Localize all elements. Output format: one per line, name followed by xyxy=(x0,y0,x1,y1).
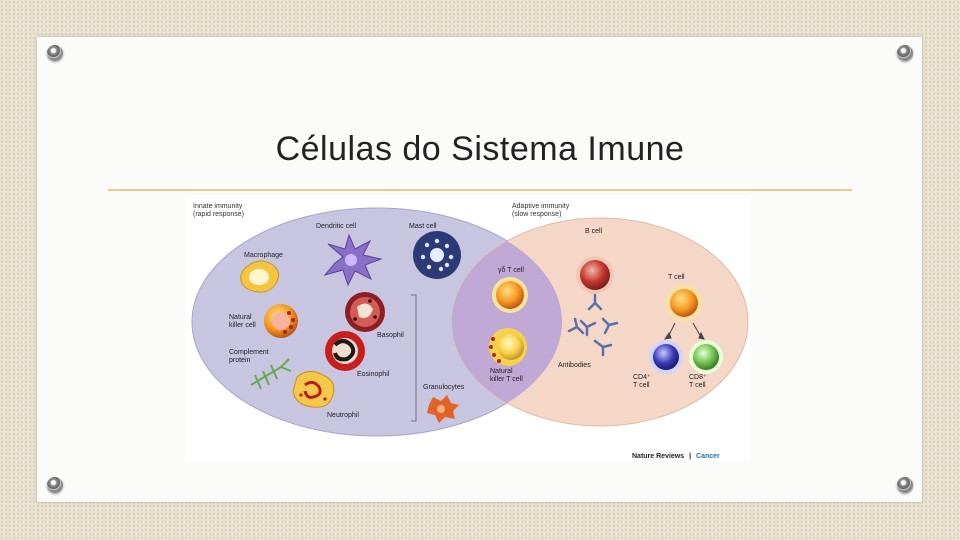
label-eosinophil: Eosinophil xyxy=(357,371,390,378)
b-cell-icon xyxy=(576,256,614,294)
complement-protein-icon xyxy=(250,358,292,390)
slide-title: Células do Sistema Imune xyxy=(275,130,685,168)
label-macrophage: Macrophage xyxy=(244,252,283,259)
innate-header: Innate immunity xyxy=(193,203,243,210)
credit-section: Cancer xyxy=(696,453,720,460)
label-nkt-1: Natural xyxy=(490,368,513,375)
label-nkt-2: killer T cell xyxy=(490,376,523,383)
granulocyte-icon xyxy=(427,395,459,423)
neutrophil-icon xyxy=(292,371,335,408)
pin-icon xyxy=(47,45,63,61)
label-granulocytes: Granulocytes xyxy=(423,384,465,391)
label-cd8-2: T cell xyxy=(689,382,706,389)
label-gd-t-cell: γδ T cell xyxy=(498,267,524,274)
overlap-region xyxy=(452,218,562,426)
basophil-icon xyxy=(345,292,385,332)
label-nk-2: killer cell xyxy=(229,322,256,329)
label-complement-2: protein xyxy=(229,357,251,364)
label-dendritic: Dendritic cell xyxy=(316,223,357,230)
diagram-svg: Innate immunity (rapid response) Adaptiv… xyxy=(191,203,749,460)
differentiation-arrows xyxy=(663,322,705,340)
figure-credit: Nature Reviews | Cancer xyxy=(632,453,720,460)
natural-killer-cell-icon xyxy=(264,304,298,338)
label-nk-1: Natural xyxy=(229,314,252,321)
innate-subheader: (rapid response) xyxy=(193,211,244,218)
adaptive-header: Adaptive immunity xyxy=(512,203,570,210)
credit-journal: Nature Reviews xyxy=(632,453,684,460)
nk-t-cell-icon xyxy=(489,328,527,366)
label-complement-1: Complement xyxy=(229,349,269,356)
label-t-cell: T cell xyxy=(668,274,685,281)
title-divider xyxy=(108,189,852,191)
cd4-t-cell-icon xyxy=(649,340,683,374)
antibodies-icon xyxy=(567,293,619,357)
label-cd4-2: T cell xyxy=(633,382,650,389)
label-cd8-1: CD8⁺ xyxy=(689,374,707,381)
credit-separator: | xyxy=(689,453,691,460)
label-antibodies: Antibodies xyxy=(558,362,591,369)
label-b-cell: B cell xyxy=(585,228,603,235)
t-cell-icon xyxy=(665,284,703,322)
label-cd4-1: CD4⁺ xyxy=(633,374,651,381)
dendritic-cell-icon xyxy=(323,233,383,287)
gd-t-cell-icon xyxy=(492,277,528,313)
immune-cells-diagram: Innate immunity (rapid response) Adaptiv… xyxy=(185,199,750,461)
adaptive-subheader: (slow response) xyxy=(512,211,561,218)
pin-icon xyxy=(897,45,913,61)
eosinophil-icon xyxy=(325,331,365,371)
mast-cell-icon xyxy=(413,231,461,279)
granulocytes-bracket xyxy=(411,294,417,422)
label-mast: Mast cell xyxy=(409,223,437,230)
label-neutrophil: Neutrophil xyxy=(327,412,359,419)
label-basophil: Basophil xyxy=(377,332,404,339)
pin-icon xyxy=(897,477,913,493)
cd8-t-cell-icon xyxy=(689,340,723,374)
pin-icon xyxy=(47,477,63,493)
macrophage-icon xyxy=(240,260,279,293)
